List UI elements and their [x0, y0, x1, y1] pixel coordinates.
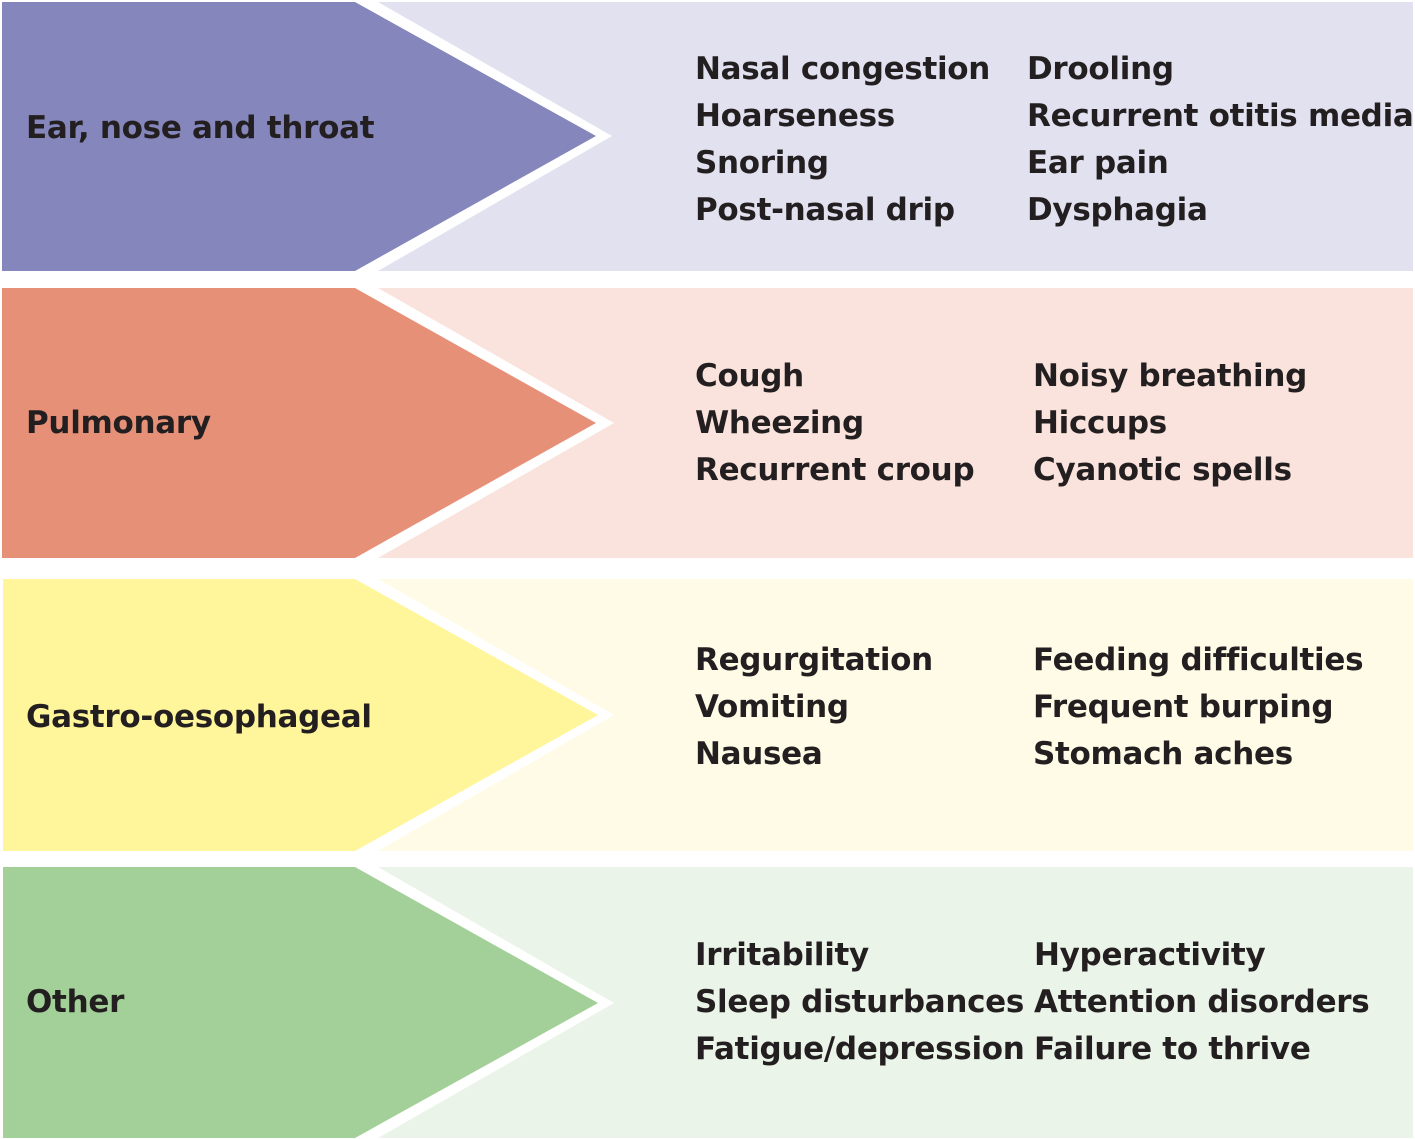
- category-band-pulmonary: Pulmonary Cough Wheezing Recurrent croup…: [0, 287, 1415, 559]
- symptom-item: Regurgitation: [695, 642, 933, 678]
- symptom-item: Nausea: [695, 736, 823, 772]
- other-panel: [378, 867, 1413, 1138]
- symptom-item: Snoring: [695, 145, 829, 181]
- symptom-item: Noisy breathing: [1033, 358, 1308, 394]
- symptom-item: Wheezing: [695, 405, 864, 441]
- gastro-band-graphic: [3, 579, 1413, 851]
- pulmonary-band-graphic: [2, 288, 1413, 558]
- category-label: Other: [26, 984, 125, 1020]
- symptom-item: Ear pain: [1027, 145, 1169, 181]
- category-band-ent: Ear, nose and throat Nasal congestion Ho…: [0, 0, 1415, 273]
- symptom-list-left: Nasal congestion Hoarseness Snoring Post…: [695, 46, 990, 234]
- symptom-list-right: Drooling Recurrent otitis media Ear pain…: [1027, 46, 1414, 234]
- category-band-gastro: Gastro-oesophageal Regurgitation Vomitin…: [0, 578, 1415, 852]
- symptom-item: Feeding difficulties: [1033, 642, 1364, 678]
- symptom-item: Cough: [695, 358, 804, 394]
- symptom-item: Recurrent croup: [695, 452, 975, 488]
- symptom-item: Hyperactivity: [1034, 937, 1266, 973]
- symptom-item: Sleep disturbances: [695, 984, 1025, 1020]
- ent-arrow: [2, 2, 596, 271]
- symptom-item: Attention disorders: [1034, 984, 1370, 1020]
- gastro-panel: [378, 579, 1413, 851]
- symptom-item: Cyanotic spells: [1033, 452, 1292, 488]
- pulmonary-arrow: [2, 288, 596, 558]
- symptom-item: Failure to thrive: [1034, 1031, 1311, 1067]
- ent-band-graphic: [2, 2, 1413, 271]
- symptom-item: Vomiting: [695, 689, 849, 725]
- symptom-item: Stomach aches: [1033, 736, 1293, 772]
- category-band-other: Other Irritability Sleep disturbances Fa…: [0, 866, 1415, 1139]
- symptom-list-right: Hyperactivity Attention disorders Failur…: [1034, 932, 1370, 1073]
- symptom-item: Nasal congestion: [695, 51, 991, 87]
- symptom-item: Hoarseness: [695, 98, 895, 134]
- symptom-list-left: Regurgitation Vomiting Nausea: [695, 637, 933, 778]
- symptom-item: Drooling: [1027, 51, 1174, 87]
- ent-panel: [378, 2, 1413, 271]
- symptom-list-left: Irritability Sleep disturbances Fatigue/…: [695, 932, 1025, 1073]
- symptom-item: Frequent burping: [1033, 689, 1334, 725]
- symptom-list-right: Feeding difficulties Frequent burping St…: [1033, 637, 1364, 778]
- category-label: Pulmonary: [26, 405, 211, 441]
- symptom-list-right: Noisy breathing Hiccups Cyanotic spells: [1033, 353, 1307, 494]
- gastro-arrow: [3, 579, 598, 851]
- symptom-item: Dysphagia: [1027, 192, 1208, 228]
- symptom-item: Fatigue/depression: [695, 1031, 1025, 1067]
- symptom-item: Recurrent otitis media: [1027, 98, 1414, 134]
- symptom-list-left: Cough Wheezing Recurrent croup: [695, 353, 975, 494]
- category-label: Ear, nose and throat: [26, 110, 375, 146]
- other-arrow: [3, 867, 598, 1138]
- symptom-item: Irritability: [695, 937, 869, 973]
- symptom-item: Post-nasal drip: [695, 192, 955, 228]
- category-label: Gastro-oesophageal: [26, 699, 372, 735]
- pulmonary-panel: [378, 288, 1413, 558]
- symptom-item: Hiccups: [1033, 405, 1167, 441]
- other-band-graphic: [3, 867, 1413, 1138]
